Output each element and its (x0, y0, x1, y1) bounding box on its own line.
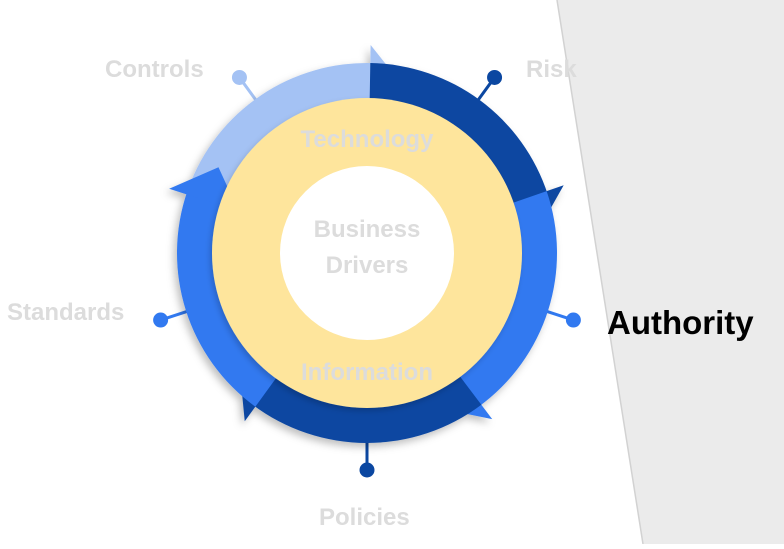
arrow-policies-to-standards-body (252, 375, 482, 444)
pin-risk-dot-icon (487, 69, 503, 85)
label-controls[interactable]: Controls (105, 56, 204, 83)
center-circle (280, 166, 454, 340)
pin-policies-dot-icon (359, 462, 375, 478)
pin-authority-dot-icon (565, 312, 581, 328)
label-policies[interactable]: Policies (319, 504, 410, 531)
side-panel-edge (556, 0, 644, 545)
center-label: Business Drivers (267, 212, 467, 284)
label-authority[interactable]: Authority (607, 304, 754, 341)
arrow-risk-to-authority-body (369, 63, 548, 206)
pin-risk (475, 69, 503, 104)
arrow-controls-to-risk-body (188, 63, 374, 201)
side-panel (557, 0, 784, 544)
arrow-standards-to-controls-body (177, 191, 278, 407)
pin-controls (231, 69, 259, 104)
pin-controls-dot-icon (231, 69, 247, 85)
pin-policies (359, 439, 375, 478)
label-standards[interactable]: Standards (7, 299, 125, 326)
label-risk[interactable]: Risk (526, 56, 577, 83)
center-label-line1: Business (313, 216, 421, 243)
arrow-authority-to-policies-body (456, 191, 558, 407)
pin-standards-dot-icon (153, 312, 169, 328)
pin-standards (153, 309, 191, 328)
pin-authority (543, 309, 581, 328)
center-label-line2: Drivers (325, 252, 409, 279)
label-information: Information (301, 359, 433, 386)
label-technology: Technology (300, 126, 434, 153)
